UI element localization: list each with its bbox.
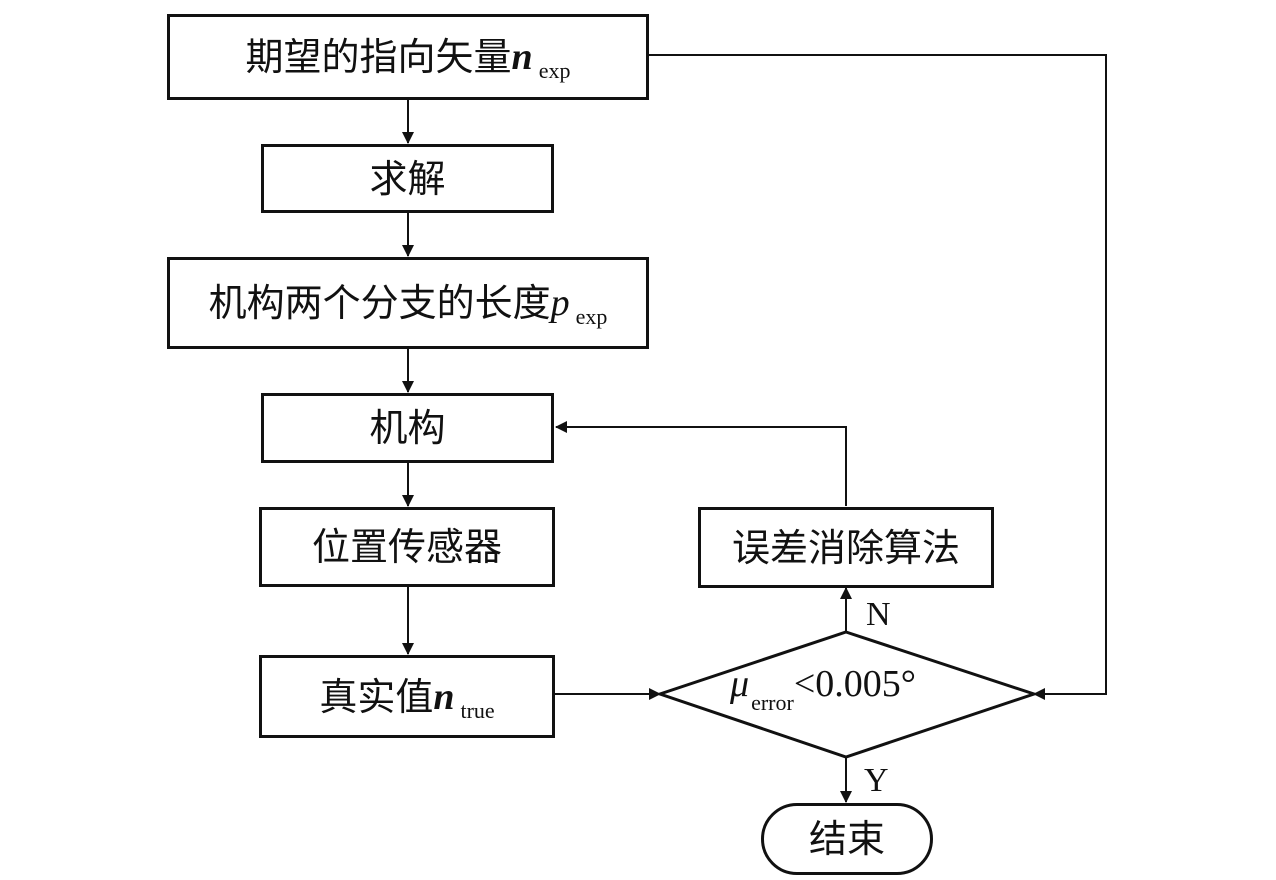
node-position-sensor-label: 位置传感器 bbox=[311, 525, 502, 569]
node-error-algorithm: 误差消除算法 bbox=[698, 507, 994, 588]
arrow-algorithm-to-mechanism bbox=[555, 421, 847, 506]
node-solve: 求解 bbox=[261, 144, 554, 213]
node-end-label: 结束 bbox=[808, 817, 885, 861]
decision-condition: μerror<0.005° bbox=[730, 662, 916, 715]
branch-label-yes: Y bbox=[864, 762, 889, 799]
node-true-value-symbol: n bbox=[433, 675, 455, 718]
decision-symbol: μ bbox=[730, 663, 750, 705]
node-error-algorithm-label: 误差消除算法 bbox=[731, 525, 960, 570]
decision-subscript: error bbox=[751, 690, 794, 715]
node-true-value-subscript: true bbox=[460, 697, 495, 723]
node-expected-vector-label: 期望的指向矢量 bbox=[245, 35, 512, 79]
node-position-sensor: 位置传感器 bbox=[259, 507, 555, 587]
node-branch-length-subscript: exp bbox=[575, 304, 608, 329]
node-branch-length-label: 机构两个分支的长度 bbox=[208, 281, 551, 325]
node-solve-label: 求解 bbox=[369, 156, 446, 201]
node-expected-vector-symbol: n bbox=[511, 36, 533, 78]
decision-threshold: <0.005° bbox=[793, 663, 916, 705]
node-expected-vector-subscript: exp bbox=[538, 58, 571, 83]
node-mechanism-label: 机构 bbox=[369, 406, 446, 450]
node-mechanism: 机构 bbox=[261, 393, 554, 463]
branch-label-no: N bbox=[866, 596, 891, 633]
arrow-expected-to-decision bbox=[649, 54, 1107, 700]
node-branch-length-symbol: p bbox=[550, 282, 570, 324]
node-end: 结束 bbox=[761, 803, 933, 875]
node-true-value-label: 真实值 bbox=[319, 674, 434, 719]
